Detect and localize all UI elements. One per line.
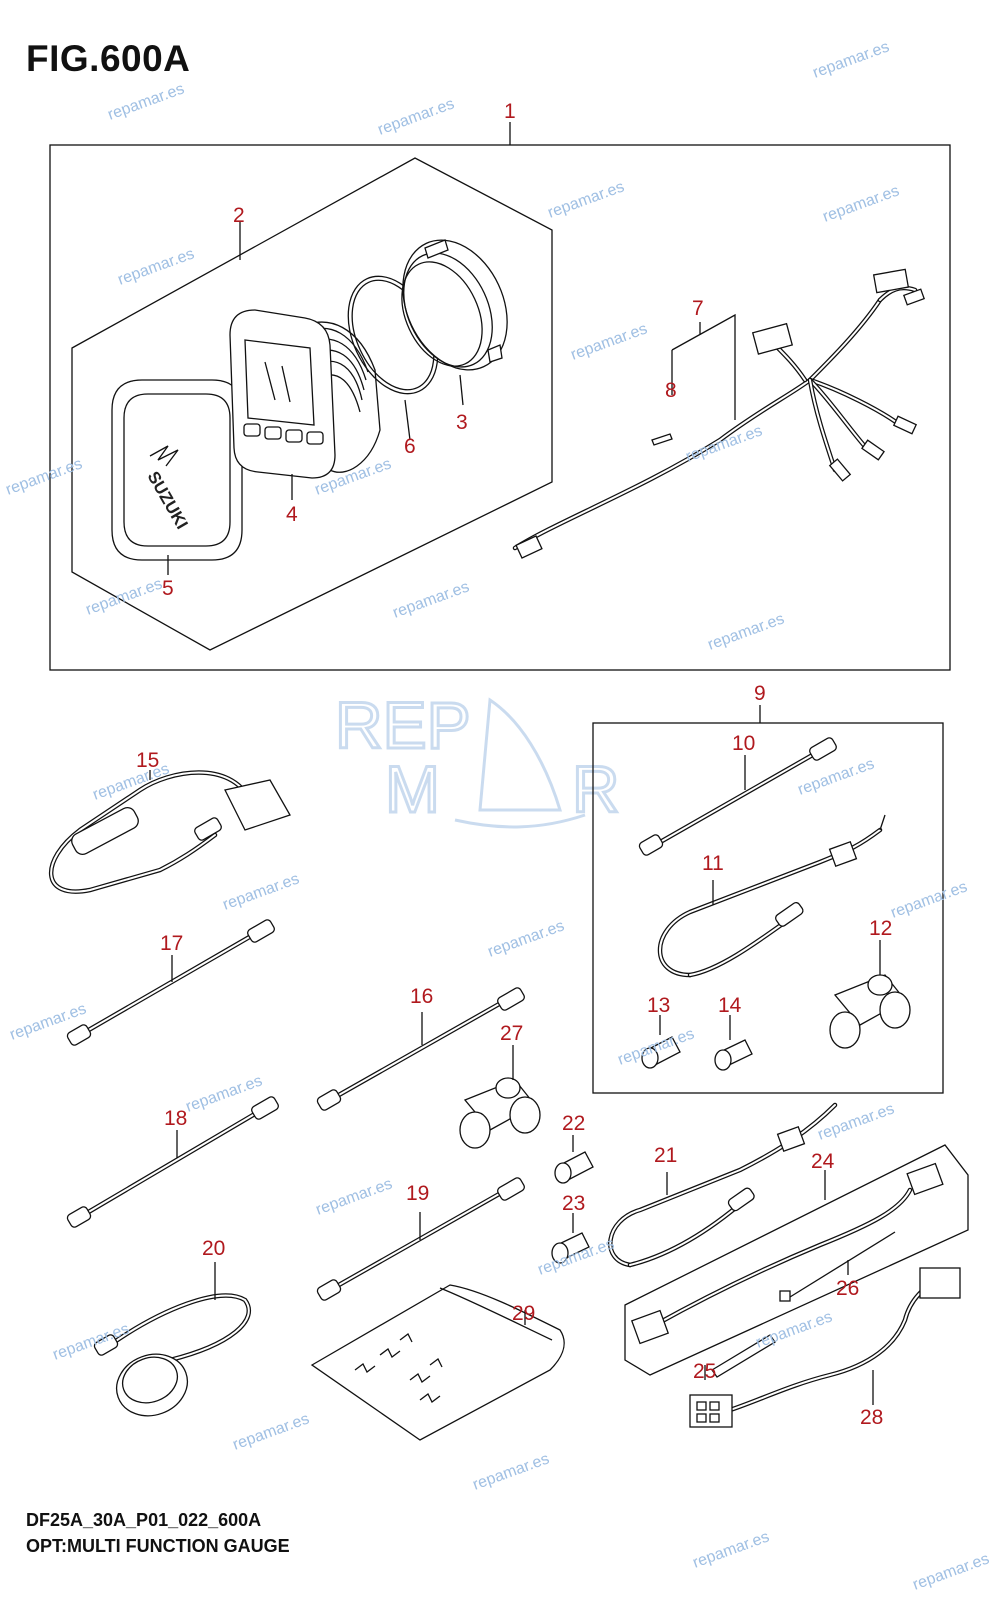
callout-13: 13 <box>647 994 670 1017</box>
terminator-22 <box>554 1135 594 1184</box>
gauge-button-icon <box>243 423 261 437</box>
callout-27: 27 <box>500 1022 523 1045</box>
callout-5: 5 <box>162 577 174 600</box>
watermark-text: repamar.es <box>314 1175 395 1218</box>
harness-7 <box>512 268 926 559</box>
callout-26: 26 <box>836 1277 859 1300</box>
callout-18: 18 <box>164 1107 187 1130</box>
callout-4: 4 <box>286 503 298 526</box>
watermark-text: repamar.es <box>569 320 650 363</box>
callout-11: 11 <box>702 852 724 875</box>
watermark-text: repamar.es <box>684 422 765 465</box>
t-connector-27 <box>459 1045 541 1149</box>
callout-labels: 1 2 3 4 5 6 7 8 9 10 11 12 13 14 15 16 1… <box>136 100 892 1429</box>
watermark-text: repamar.es <box>391 578 472 621</box>
watermark-text: repamar.es <box>231 1410 312 1453</box>
watermark-text: repamar.es <box>546 178 627 221</box>
callout-20: 20 <box>202 1237 225 1260</box>
watermark-text: repamar.es <box>221 870 302 913</box>
extension-harness-28 <box>689 1267 961 1428</box>
watermark-text: repamar.es <box>106 80 187 123</box>
watermark-text: repamar.es <box>796 755 877 798</box>
backbone-cable-10 <box>638 737 837 856</box>
suzuki-s-icon <box>149 445 179 467</box>
callout-9: 9 <box>754 682 766 705</box>
connector-icon <box>751 322 794 355</box>
terminator-13 <box>641 1015 681 1069</box>
callout-2: 2 <box>233 204 245 227</box>
watermark-text: repamar.es <box>706 610 787 653</box>
figure-title: FIG.600A <box>26 38 191 79</box>
callout-16: 16 <box>410 985 433 1008</box>
kit-box-24 <box>624 1144 969 1380</box>
watermark-text: repamar.es <box>471 1450 552 1493</box>
screw-8 <box>651 433 673 446</box>
watermark-text: repamar.es <box>486 917 567 960</box>
callout-24: 24 <box>811 1150 835 1173</box>
watermark-text: repamar.es <box>116 245 197 288</box>
callout-15: 15 <box>136 749 159 772</box>
backbone-cable-18 <box>66 1096 279 1228</box>
gauge-nut-3 <box>401 239 508 406</box>
callout-10: 10 <box>732 732 755 755</box>
terminator-14 <box>714 1015 753 1071</box>
backbone-cable-17 <box>66 919 275 1046</box>
speed-sensor-20 <box>93 1262 252 1417</box>
watermark-logo-m: M <box>385 752 440 826</box>
terminator-23 <box>551 1213 590 1264</box>
callout-28: 28 <box>860 1406 883 1429</box>
power-cable-11 <box>657 814 886 978</box>
model-code: DF25A_30A_P01_022_600A <box>26 1510 262 1530</box>
backbone-cable-19 <box>316 1177 525 1301</box>
watermark-text: repamar.es <box>51 1320 132 1363</box>
watermark-text: repamar.es <box>84 575 165 618</box>
callout-6: 6 <box>404 435 416 458</box>
bag-29 <box>310 1284 565 1441</box>
watermark-text: repamar.es <box>911 1550 992 1593</box>
watermark-text: repamar.es <box>691 1528 772 1571</box>
section-title: OPT:MULTI FUNCTION GAUGE <box>26 1536 290 1556</box>
callout-19: 19 <box>406 1182 429 1205</box>
callout-12: 12 <box>869 917 892 940</box>
power-cable-21 <box>608 1102 838 1268</box>
watermark-logo-r: R <box>572 752 620 826</box>
watermark-sail-icon <box>478 697 563 812</box>
watermark-text: repamar.es <box>376 95 457 138</box>
t-connector-12 <box>829 940 911 1049</box>
callout-25: 25 <box>693 1360 716 1383</box>
kit-box-1 <box>49 122 951 671</box>
backbone-cable-16 <box>316 987 525 1111</box>
watermark-logo: REP M R <box>334 687 621 829</box>
callout-21: 21 <box>654 1144 677 1167</box>
callout-3: 3 <box>456 411 468 434</box>
gauge-body-4 <box>229 309 381 500</box>
gauge-cover-5: SUZUKI <box>111 379 243 575</box>
callout-1: 1 <box>504 100 516 123</box>
watermark-text: repamar.es <box>821 182 902 225</box>
callout-23: 23 <box>562 1192 585 1215</box>
callout-8: 8 <box>665 379 677 402</box>
watermark-text: repamar.es <box>816 1100 897 1143</box>
callout-29: 29 <box>512 1302 535 1325</box>
watermark-text: repamar.es <box>889 878 970 921</box>
callout-14: 14 <box>718 994 742 1017</box>
clamp-25 <box>711 1334 776 1378</box>
watermark-text: repamar.es <box>754 1308 835 1351</box>
watermark-text: repamar.es <box>811 38 892 81</box>
callout-7: 7 <box>692 297 704 320</box>
drop-cable-15 <box>49 770 291 894</box>
callout-17: 17 <box>160 932 183 955</box>
callout-22: 22 <box>562 1112 585 1135</box>
watermark-logo-top: REP <box>335 688 471 762</box>
kit-box-9 <box>592 705 944 1094</box>
